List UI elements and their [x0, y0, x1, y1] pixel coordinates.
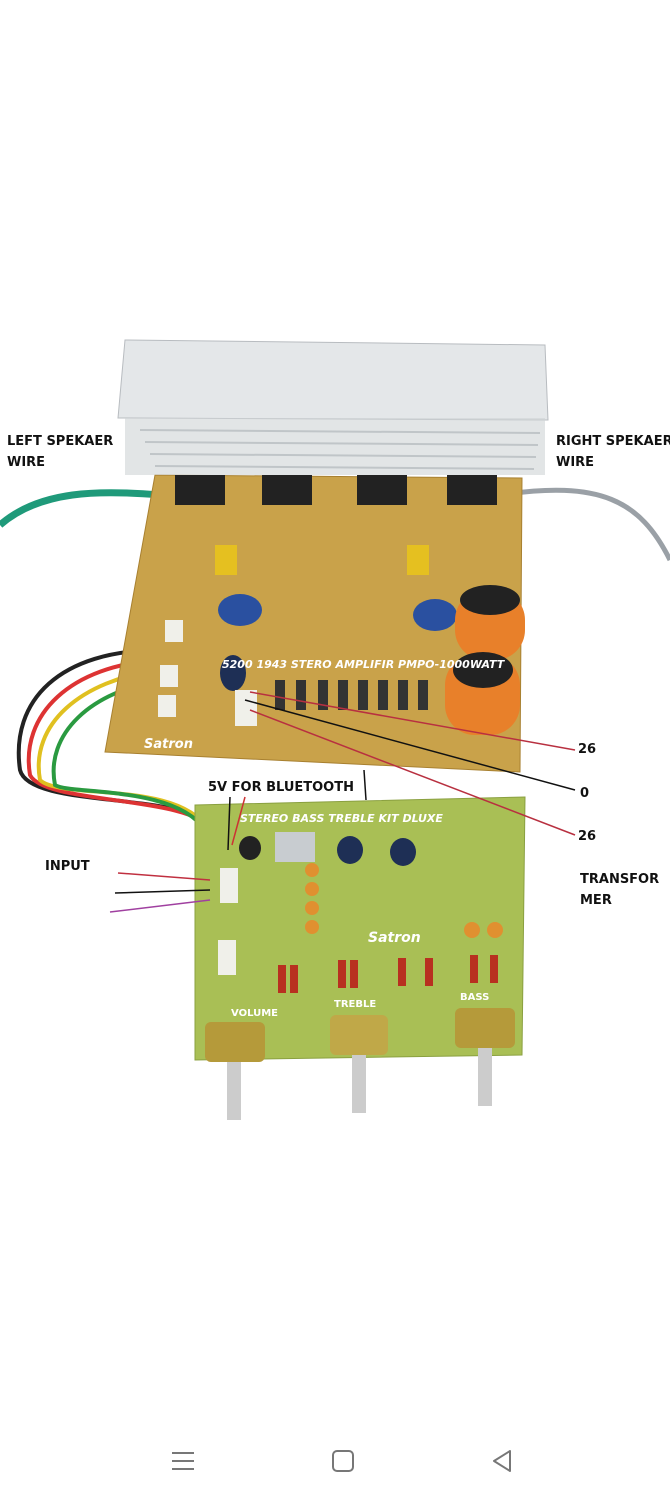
home-icon[interactable] — [328, 1448, 358, 1474]
input-label: INPUT — [45, 859, 90, 874]
tone-board-brand: Satron — [368, 930, 421, 946]
film-capacitor — [407, 545, 429, 575]
connectors-left — [158, 620, 183, 717]
tap-label-26-bottom: 26 — [578, 829, 597, 844]
volume-label: VOLUME — [231, 1008, 278, 1019]
filter-capacitors — [445, 585, 525, 735]
menu-icon[interactable] — [168, 1448, 198, 1474]
power-transistors — [175, 475, 497, 505]
back-icon[interactable] — [488, 1448, 518, 1474]
signal-wire-red — [26, 658, 214, 832]
label-line: LEFT SPEKAER — [7, 434, 114, 449]
film-capacitor — [215, 545, 237, 575]
transformer-connector — [235, 690, 257, 726]
potentiometers — [205, 1008, 515, 1120]
label-line: RIGHT SPEKAER — [556, 434, 670, 449]
blue-capacitor — [218, 594, 262, 626]
heatsink — [117, 339, 549, 421]
heatsink-base — [125, 418, 545, 475]
treble-label: TREBLE — [334, 999, 376, 1010]
amp-board-title: 5200 1943 STERO AMPLIFIR PMPO-1000WATT — [222, 658, 506, 671]
bass-label: BASS — [460, 992, 489, 1003]
right-speaker-wire — [499, 487, 670, 562]
label-line: WIRE — [7, 455, 46, 470]
transformer-label: TRANSFOR MER — [580, 869, 659, 911]
label-line: MER — [580, 893, 612, 908]
blue-capacitor — [413, 599, 457, 631]
left-speaker-wire — [0, 489, 161, 528]
left-speaker-label: LEFT SPEKAER WIRE — [7, 431, 113, 473]
bluetooth-label: 5V FOR BLUETOOTH — [208, 780, 354, 795]
tap-label-26-top: 26 — [578, 742, 597, 757]
label-line: WIRE — [556, 455, 595, 470]
navigation-bar — [0, 1430, 670, 1490]
annotation-lines — [109, 691, 576, 913]
rectifier-diodes — [275, 680, 428, 710]
right-speaker-label: RIGHT SPEKAER WIRE — [556, 431, 670, 473]
signal-wire-green — [51, 678, 207, 832]
tone-control-board — [194, 796, 526, 1061]
tone-board-title: STEREO BASS TREBLE KIT DLUXE — [240, 812, 443, 825]
tone-board-components — [218, 832, 503, 993]
tap-label-0: 0 — [580, 786, 590, 801]
electrolytic-capacitor — [220, 655, 246, 691]
label-line: TRANSFOR — [580, 872, 660, 887]
amp-board-brand: Satron — [144, 737, 193, 752]
